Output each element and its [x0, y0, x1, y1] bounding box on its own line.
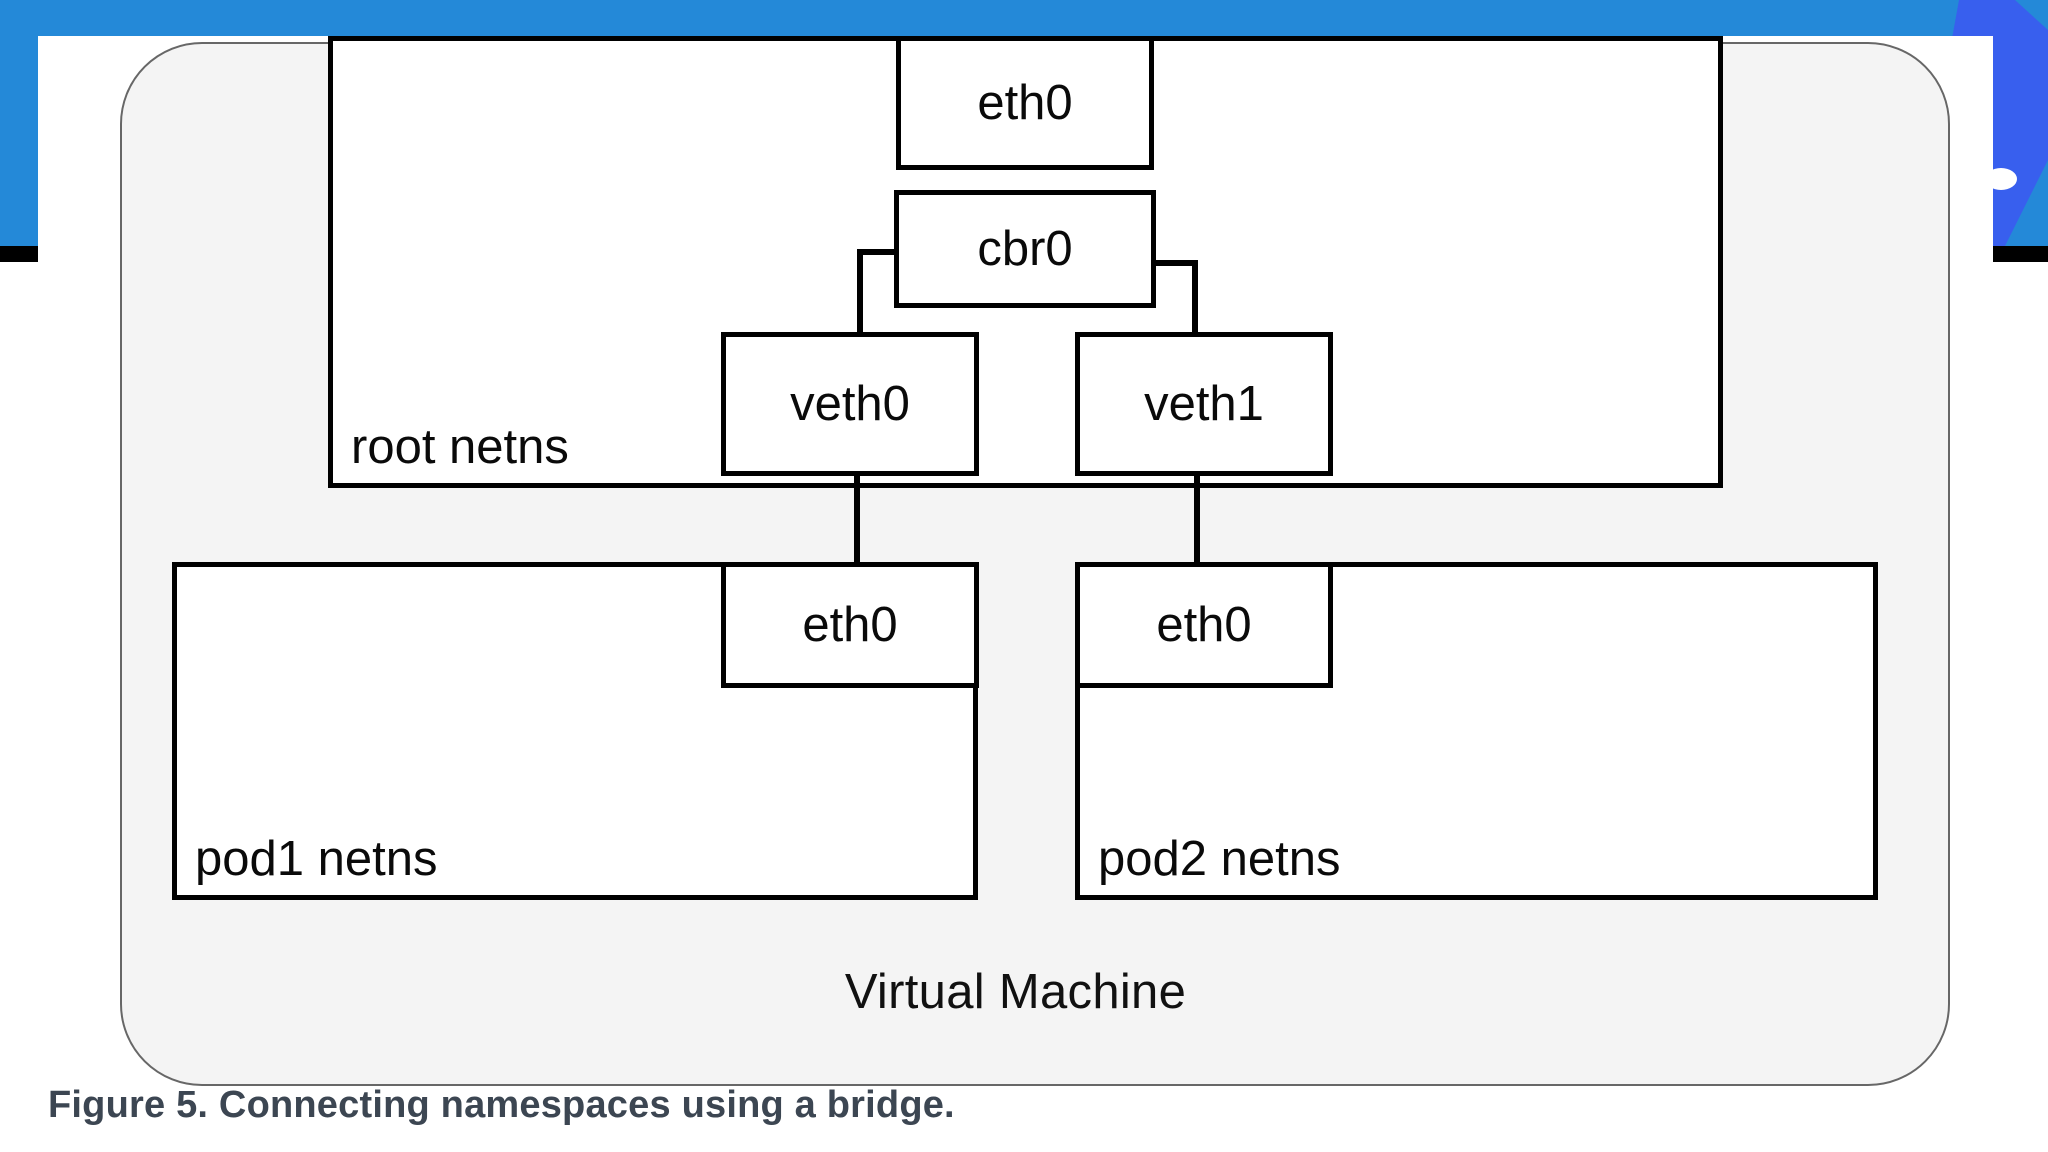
wire-cbr0-right-drop: [1192, 260, 1198, 377]
namespace-label-pod2: pod2 netns: [1098, 832, 1341, 886]
interface-label-cbr0: cbr0: [977, 222, 1073, 276]
interface-label-pod2-eth0: eth0: [1156, 598, 1252, 652]
decorative-dot: [1985, 168, 2017, 190]
namespace-label-pod1: pod1 netns: [195, 832, 438, 886]
namespace-box-pod1: pod1 netns: [172, 562, 978, 900]
interface-box-pod2-eth0: eth0: [1075, 562, 1333, 688]
wire-veth1-to-pod2-eth0: [1194, 476, 1200, 578]
figure-caption: Figure 5. Connecting namespaces using a …: [48, 1084, 955, 1126]
interface-box-pod1-eth0: eth0: [721, 562, 979, 688]
interface-label-veth0: veth0: [790, 377, 910, 431]
virtual-machine-label: Virtual Machine: [844, 965, 1187, 1019]
interface-box-root-eth0: eth0: [896, 36, 1154, 170]
wire-veth0-to-pod1-eth0: [854, 476, 860, 578]
wire-cbr0-left-drop: [857, 249, 863, 377]
slide-right-black-bar: [1993, 246, 2048, 262]
figure-canvas: Virtual Machine root netns pod1 netns po…: [38, 36, 1993, 1152]
wire-cbr0-right-stub: [1156, 260, 1198, 266]
interface-box-cbr0: cbr0: [894, 190, 1156, 308]
slide-top-accent-bar: [0, 0, 2048, 36]
interface-label-root-eth0: eth0: [977, 76, 1073, 130]
interface-box-veth0: veth0: [721, 332, 979, 476]
wire-cbr0-left-stub: [857, 249, 899, 255]
slide-left-black-bar: [0, 246, 38, 262]
namespace-label-root: root netns: [351, 420, 569, 474]
interface-label-pod1-eth0: eth0: [802, 598, 898, 652]
interface-label-veth1: veth1: [1144, 377, 1264, 431]
slide-left-accent-bar: [0, 0, 38, 246]
interface-box-veth1: veth1: [1075, 332, 1333, 476]
